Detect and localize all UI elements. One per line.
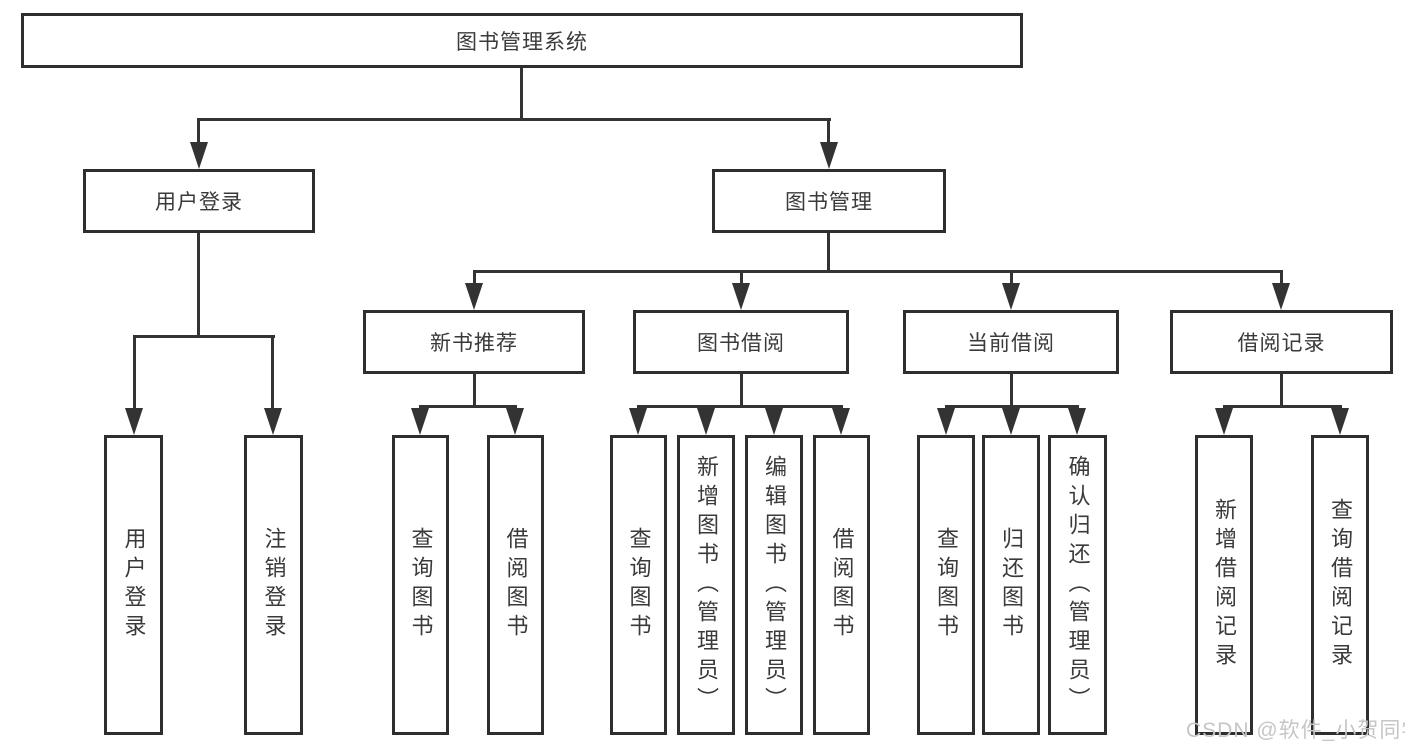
leaf-borrow-edit-admin: 编辑图书（管理员） [745, 435, 803, 735]
leaf-newbooks-query-label: 查询图书 [408, 527, 434, 643]
node-current-borrow-label: 当前借阅 [967, 332, 1055, 355]
leaf-borrow-borrow: 借阅图书 [813, 435, 870, 735]
arrowhead-down-icon [832, 408, 850, 435]
leaf-current-confirm-admin: 确认归还（管理员） [1048, 435, 1107, 735]
arrowhead-down-icon [732, 283, 750, 310]
node-user-login-label: 用户登录 [155, 191, 243, 214]
leaf-borrow-edit-admin-label: 编辑图书（管理员） [762, 454, 787, 716]
arrowhead-down-icon [1068, 408, 1086, 435]
leaf-newbooks-query: 查询图书 [392, 435, 449, 735]
connector-current-drop [1010, 372, 1013, 408]
connector-stub-borrow [740, 270, 743, 286]
leaf-newbooks-borrow: 借阅图书 [487, 435, 544, 735]
leaf-current-query: 查询图书 [917, 435, 975, 735]
arrowhead-down-icon [1331, 408, 1349, 435]
connector-stub-user-login [197, 118, 200, 144]
connector-root-drop [520, 68, 523, 121]
leaf-borrow-add-admin-label: 新增图书（管理员） [694, 454, 719, 716]
arrowhead-down-icon [697, 408, 715, 435]
arrowhead-down-icon [1215, 408, 1233, 435]
leaf-current-return-label: 归还图书 [999, 527, 1024, 643]
leaf-borrow-borrow-label: 借阅图书 [829, 527, 855, 643]
leaf-records-query-label: 查询借阅记录 [1328, 498, 1353, 672]
node-new-book-recommend-label: 新书推荐 [430, 332, 518, 355]
arrowhead-down-icon [190, 142, 208, 169]
connector-stub-book-mgmt [827, 118, 830, 144]
node-new-book-recommend: 新书推荐 [363, 310, 585, 374]
leaf-newbooks-borrow-label: 借阅图书 [503, 527, 529, 643]
connector-records-split [1223, 405, 1342, 408]
arrowhead-down-icon [506, 408, 524, 435]
arrowhead-down-icon [1002, 283, 1020, 310]
node-book-management-label: 图书管理 [785, 191, 873, 214]
connector-borrow-split [637, 405, 843, 408]
connector-records-drop [1280, 372, 1283, 408]
node-book-management: 图书管理 [712, 169, 946, 233]
arrowhead-down-icon [465, 283, 483, 310]
connector-new-books-drop [473, 372, 476, 408]
node-book-borrow: 图书借阅 [633, 310, 849, 374]
node-borrow-records: 借阅记录 [1170, 310, 1393, 374]
arrowhead-down-icon [411, 408, 429, 435]
connector-stub-login [133, 335, 136, 410]
leaf-user-login-label: 用户登录 [121, 527, 147, 643]
arrowhead-down-icon [264, 408, 282, 435]
connector-stub-records [1280, 270, 1283, 286]
leaf-records-query: 查询借阅记录 [1311, 435, 1369, 735]
connector-root-split [197, 118, 831, 121]
csdn-watermark: CSDN @软件_小贺同学 [1186, 719, 1405, 742]
arrowhead-down-icon [765, 408, 783, 435]
leaf-records-add-label: 新增借阅记录 [1212, 498, 1237, 672]
arrowhead-down-icon [125, 408, 143, 435]
connector-user-login-split [133, 335, 275, 338]
connector-borrow-drop [740, 372, 743, 408]
node-root: 图书管理系统 [21, 13, 1023, 68]
connector-book-mgmt-drop [827, 233, 830, 273]
arrowhead-down-icon [1272, 283, 1290, 310]
leaf-records-add: 新增借阅记录 [1195, 435, 1253, 735]
connector-current-split [945, 405, 1079, 408]
leaf-current-query-label: 查询图书 [934, 527, 959, 643]
connector-stub-new-books [473, 270, 476, 286]
connector-stub-current [1010, 270, 1013, 286]
connector-stub-logout [271, 335, 274, 410]
leaf-logout-label: 注销登录 [261, 527, 287, 643]
arrowhead-down-icon [629, 408, 647, 435]
arrowhead-down-icon [1002, 408, 1020, 435]
leaf-current-return: 归还图书 [982, 435, 1040, 735]
node-root-label: 图书管理系统 [456, 30, 588, 54]
arrowhead-down-icon [937, 408, 955, 435]
leaf-borrow-query: 查询图书 [610, 435, 667, 735]
connector-book-mgmt-split [473, 270, 1283, 273]
arrowhead-down-icon [820, 142, 838, 169]
leaf-logout: 注销登录 [244, 435, 303, 735]
leaf-current-confirm-admin-label: 确认归还（管理员） [1065, 454, 1091, 716]
connector-user-login-drop [197, 233, 200, 338]
leaf-borrow-add-admin: 新增图书（管理员） [677, 435, 735, 735]
connector-new-books-split [419, 405, 517, 408]
node-current-borrow: 当前借阅 [903, 310, 1119, 374]
leaf-borrow-query-label: 查询图书 [626, 527, 652, 643]
node-book-borrow-label: 图书借阅 [697, 332, 785, 355]
node-user-login: 用户登录 [83, 169, 315, 233]
leaf-user-login: 用户登录 [104, 435, 163, 735]
node-borrow-records-label: 借阅记录 [1237, 332, 1326, 355]
